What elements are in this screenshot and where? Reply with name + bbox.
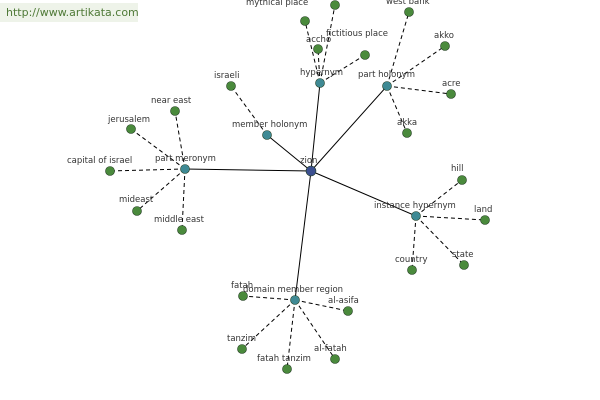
leaf-label-hill: hill (451, 164, 463, 174)
edge-domain-member-region-fatah-tanzim (286, 299, 296, 370)
center-node-zion[interactable] (305, 165, 317, 177)
relation-label-domain-member-region: domain member region (243, 285, 343, 295)
leaf-label-state: state (452, 250, 474, 260)
leaf-label-al-fatah: al-fatah (314, 344, 347, 354)
edge-extra-0 (319, 4, 336, 84)
leaf-label-country: country (395, 255, 428, 265)
leaf-label-acre: acre (442, 79, 460, 89)
edge-part-meronym-jerusalem (130, 128, 186, 170)
relation-label-part-meronym: part meronym (155, 154, 216, 164)
leaf-node-capital-of-israel[interactable] (105, 166, 115, 176)
edge-part-holonym-akka (386, 85, 408, 134)
leaf-node-hill[interactable] (457, 175, 467, 185)
leaf-label-israeli: israeli (214, 71, 239, 81)
edge-part-meronym-near-east (174, 110, 186, 170)
leaf-label-accho: accho (306, 35, 331, 45)
relation-label-part-holonym: part holonym (358, 70, 415, 80)
leaf-node-fatah-tanzim[interactable] (282, 364, 292, 374)
leaf-node-mythical-place[interactable] (300, 16, 310, 26)
edge-instance-hypernym-land (415, 215, 486, 221)
edge-hypernym-mythical-place (304, 20, 321, 84)
leaf-node-mideast[interactable] (132, 206, 142, 216)
leaf-label-fictitious-place: fictitious place (326, 29, 388, 39)
edge-instance-hypernym (310, 170, 417, 217)
edge-domain-member-region (294, 170, 312, 301)
edge-part-meronym-mideast (136, 168, 186, 212)
leaf-node-fictitious-place[interactable] (360, 50, 370, 60)
leaf-label-jerusalem: jerusalem (107, 115, 150, 125)
edge-part-holonym-akko (386, 45, 446, 87)
leaf-label-middle-east: middle east (154, 215, 205, 225)
edge-part-holonym (310, 85, 388, 172)
leaf-node-akka[interactable] (402, 128, 412, 138)
leaf-label-mideast: mideast (119, 195, 154, 205)
relation-node-domain-member-region[interactable] (290, 295, 300, 305)
leaf-label-fatah: fatah (231, 281, 253, 291)
relation-node-hypernym[interactable] (315, 78, 325, 88)
edge-domain-member-region-al-fatah (294, 299, 336, 360)
leaf-label-akko: akko (434, 31, 454, 41)
leaf-node-country[interactable] (407, 265, 417, 275)
leaf-label-tanzim: tanzim (227, 334, 256, 344)
relation-node-part-meronym[interactable] (180, 164, 190, 174)
edge-hypernym (310, 82, 321, 172)
edge-part-meronym-middle-east (181, 168, 186, 231)
edge-member-holonym (266, 134, 312, 172)
edge-part-holonym-acre (386, 85, 452, 95)
edge-hypernym-fictitious-place (319, 54, 366, 84)
leaf-node-al-fatah[interactable] (330, 354, 340, 364)
edge-instance-hypernym-country (411, 215, 417, 271)
edge-instance-hypernym-hill (415, 179, 463, 217)
edge-instance-hypernym-state (415, 215, 465, 266)
leaf-label-land: land (474, 205, 492, 215)
leaf-node-israeli[interactable] (226, 81, 236, 91)
leaf-node-middle-east[interactable] (177, 225, 187, 235)
leaf-label-fatah-tanzim: fatah tanzim (257, 354, 311, 364)
edge-member-holonym-israeli (230, 85, 268, 136)
leaf-node-akko[interactable] (440, 41, 450, 51)
edge-domain-member-region-al-asifa (294, 299, 349, 312)
relation-label-instance-hypernym: instance hypernym (374, 201, 456, 211)
leaf-node-accho[interactable] (313, 44, 323, 54)
center-label-zion: zion (300, 156, 317, 166)
relation-node-instance-hypernym[interactable] (411, 211, 421, 221)
leaf-label-al-asifa: al-asifa (328, 296, 359, 306)
leaf-node-tanzim[interactable] (237, 344, 247, 354)
leaf-label-near-east: near east (151, 96, 192, 106)
leaf-node-al-asifa[interactable] (343, 306, 353, 316)
leaf-node-state[interactable] (459, 260, 469, 270)
leaf-node-fatah[interactable] (238, 291, 248, 301)
relation-label-hypernym: hypernym (300, 68, 343, 78)
leaf-label-mythical-place: mythical place (246, 0, 308, 8)
leaf-label-capital-of-israel: capital of israel (67, 156, 132, 166)
relation-node-member-holonym[interactable] (262, 130, 272, 140)
leaf-node-land[interactable] (480, 215, 490, 225)
edge-part-meronym (184, 168, 312, 172)
edge-part-holonym-west-bank (386, 11, 410, 87)
leaf-node-acre[interactable] (446, 89, 456, 99)
leaf-node-near-east[interactable] (170, 106, 180, 116)
relation-node-part-holonym[interactable] (382, 81, 392, 91)
edge-part-meronym-capital-of-israel (109, 168, 186, 172)
watermark-link[interactable]: http://www.artikata.com (0, 3, 139, 22)
leaf-label-akka: akka (397, 118, 417, 128)
leaf-node-extra-0[interactable] (330, 0, 340, 10)
leaf-label-west-bank: west bank (386, 0, 430, 7)
leaf-node-west-bank[interactable] (404, 7, 414, 17)
edge-domain-member-region-tanzim (241, 299, 296, 350)
edge-domain-member-region-fatah (242, 295, 296, 301)
edge-hypernym-accho (317, 48, 321, 84)
leaf-node-jerusalem[interactable] (126, 124, 136, 134)
relation-label-member-holonym: member holonym (232, 120, 307, 130)
